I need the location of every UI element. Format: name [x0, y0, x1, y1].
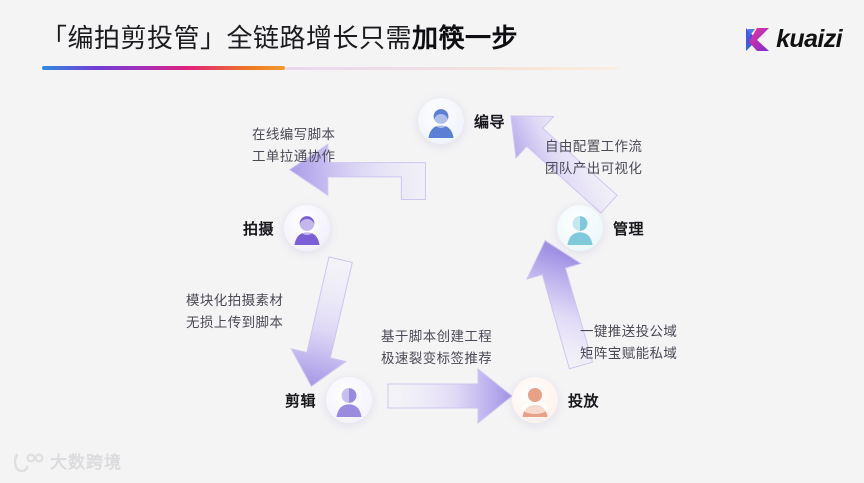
- page-title: 「编拍剪投管」全链路增长只需加筷一步: [41, 21, 518, 55]
- person-avatar-blue-icon: [418, 98, 464, 144]
- caption-toufang: 一键推送投公域 矩阵宝赋能私域: [580, 321, 677, 365]
- caption-toufang-line1: 一键推送投公域: [580, 324, 678, 339]
- arrow-guanli-to-biandao: [510, 115, 618, 214]
- node-jianji[interactable]: 剪辑: [285, 377, 373, 423]
- caption-paishe-line2: 无损上传到脚本: [186, 315, 284, 330]
- person-avatar-violet-icon: [326, 377, 373, 423]
- arrow-jianji-to-toufang: [387, 367, 513, 425]
- kuaizi-k-mark-icon: [744, 26, 771, 53]
- kuaizi-logo: kuaizi: [744, 24, 843, 54]
- arrow-biandao-to-paishe: [288, 143, 426, 200]
- caption-jianji-line1: 基于脚本创建工程: [381, 329, 493, 344]
- page-title-plain: 「编拍剪投管」全链路增长只需: [41, 23, 413, 53]
- page-header: 「编拍剪投管」全链路增长只需加筷一步 kuaizi: [0, 0, 864, 80]
- node-paishe-label: 拍摄: [243, 220, 275, 238]
- caption-guanli-line1: 自由配置工作流: [545, 139, 643, 154]
- person-avatar-orange-icon: [512, 377, 558, 423]
- kuaizi-logo-wordmark: kuaizi: [776, 24, 842, 53]
- title-underline-accent: [42, 66, 285, 70]
- caption-paishe: 模块化拍摄素材 无损上传到脚本: [186, 290, 283, 334]
- node-jianji-label: 剪辑: [285, 392, 317, 410]
- caption-guanli-line2: 团队产出可视化: [545, 161, 643, 176]
- caption-biandao-line2: 工单拉通协作: [252, 149, 336, 164]
- node-biandao[interactable]: 编导: [418, 98, 505, 144]
- caption-biandao-line1: 在线编写脚本: [252, 127, 336, 142]
- arrow-paishe-to-jianji: [290, 256, 353, 388]
- arrow-toufang-to-guanli: [526, 239, 594, 370]
- dashukuajing-logo-icon: [13, 452, 44, 474]
- caption-jianji: 基于脚本创建工程 极速裂变标签推荐: [381, 326, 492, 370]
- watermark-text: 大数跨境: [50, 453, 122, 472]
- node-paishe[interactable]: 拍摄: [243, 205, 331, 251]
- node-biandao-label: 编导: [474, 113, 506, 131]
- cycle-arrows: [288, 115, 618, 425]
- node-toufang[interactable]: 投放: [512, 377, 599, 423]
- title-underline-tail: [285, 67, 620, 70]
- person-avatar-cyan-icon: [557, 205, 603, 251]
- node-toufang-label: 投放: [568, 392, 600, 410]
- caption-guanli: 自由配置工作流 团队产出可视化: [545, 136, 642, 180]
- node-guanli-label: 管理: [613, 220, 645, 238]
- caption-jianji-line2: 极速裂变标签推荐: [381, 351, 493, 366]
- growth-cycle-diagram: 编导 拍摄 剪辑: [0, 78, 864, 438]
- person-avatar-purple-icon: [284, 205, 331, 251]
- caption-toufang-line2: 矩阵宝赋能私域: [580, 346, 678, 361]
- page-title-emphasis: 加筷一步: [412, 23, 519, 53]
- caption-biandao: 在线编写脚本 工单拉通协作: [252, 124, 335, 168]
- caption-paishe-line1: 模块化拍摄素材: [186, 293, 284, 308]
- node-guanli[interactable]: 管理: [557, 205, 644, 251]
- watermark: 大数跨境: [13, 452, 122, 474]
